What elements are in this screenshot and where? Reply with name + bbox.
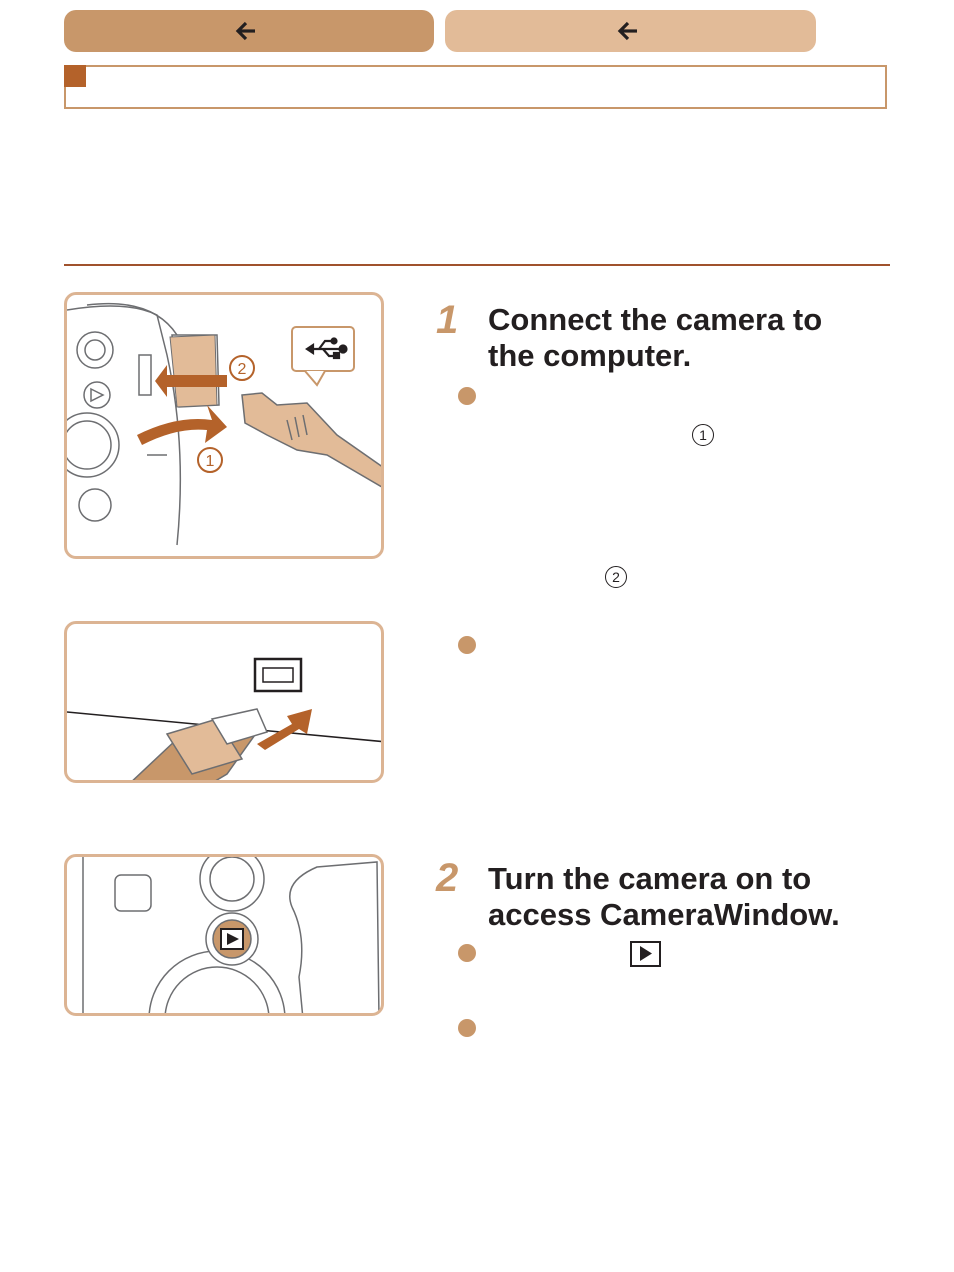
section-header [64,65,887,109]
step-title-line: Connect the camera to [488,302,823,337]
step-number: 2 [436,856,459,900]
arrow-left-icon [617,21,637,41]
bullet-icon [458,636,476,654]
bullet-icon [458,1019,476,1037]
circled-number-1: 1 [206,453,215,470]
figure-usb-computer [64,621,384,783]
step-title: Turn the camera on to access CameraWindo… [488,861,840,933]
step-title-line: the computer. [488,338,692,373]
camera-cable-illustration: 2 1 [67,302,381,546]
divider [64,264,890,266]
step-title: Connect the camera to the computer. [488,302,822,374]
nav-tab-back-2[interactable] [445,10,816,52]
usb-icon [305,337,348,360]
figure-camera-cable: 2 1 [64,292,384,559]
step-title-line: access CameraWindow. [488,897,840,932]
bullet-icon [458,944,476,962]
circled-number-2: 2 [605,566,627,588]
camera-buttons-illustration [82,857,380,1013]
usb-computer-illustration [67,657,381,780]
circled-number-2: 2 [238,361,247,378]
step-title-line: Turn the camera on to [488,861,812,896]
nav-tab-back[interactable] [64,10,434,52]
arrow-left-icon [235,21,255,41]
bullet-icon [458,387,476,405]
circled-number-1: 1 [692,424,714,446]
playback-button-icon [630,941,661,967]
figure-camera-buttons [64,854,384,1016]
section-marker-icon [64,65,86,87]
step-number: 1 [436,298,459,342]
